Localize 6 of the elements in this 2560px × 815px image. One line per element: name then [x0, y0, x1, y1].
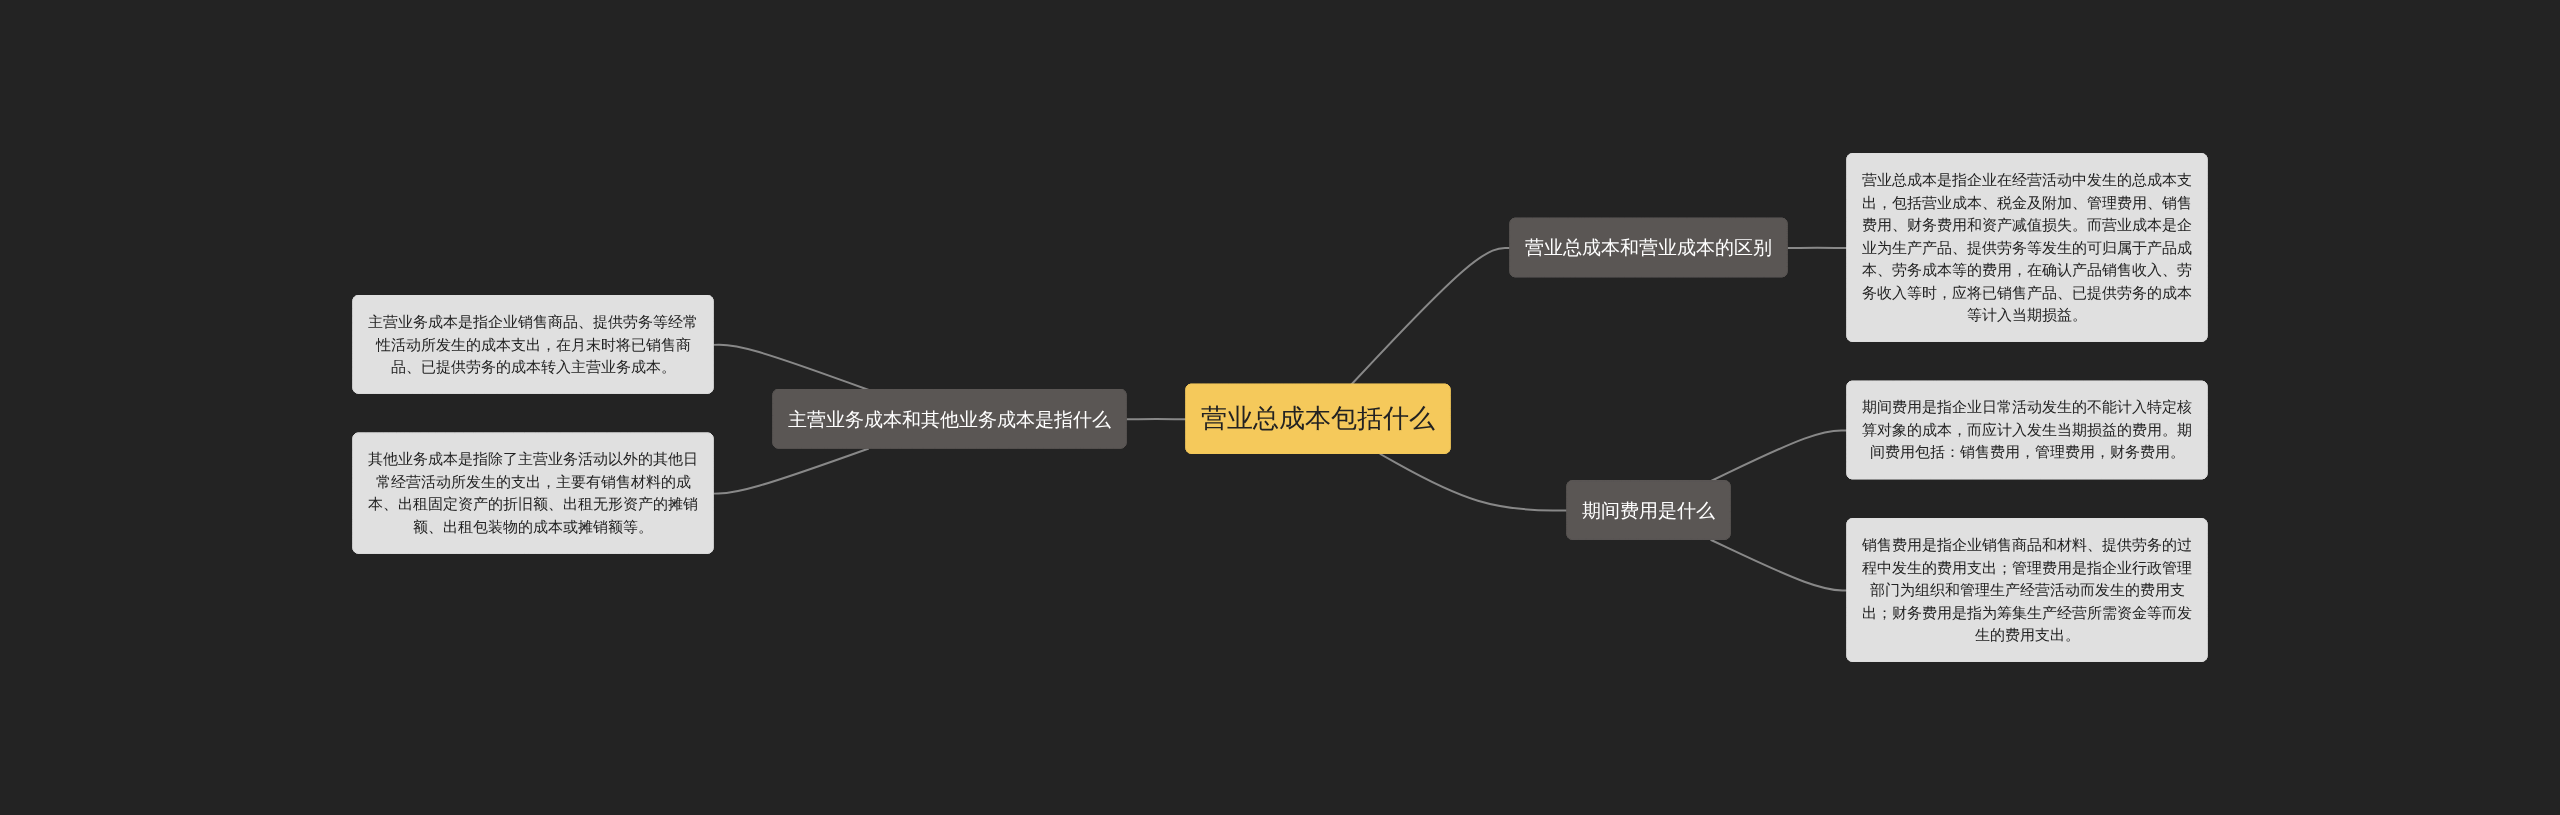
connector	[1709, 538, 1849, 592]
connector	[1125, 417, 1188, 421]
connector	[1350, 246, 1512, 386]
connector	[1378, 452, 1569, 512]
connector	[712, 447, 870, 495]
connector	[1786, 246, 1849, 249]
